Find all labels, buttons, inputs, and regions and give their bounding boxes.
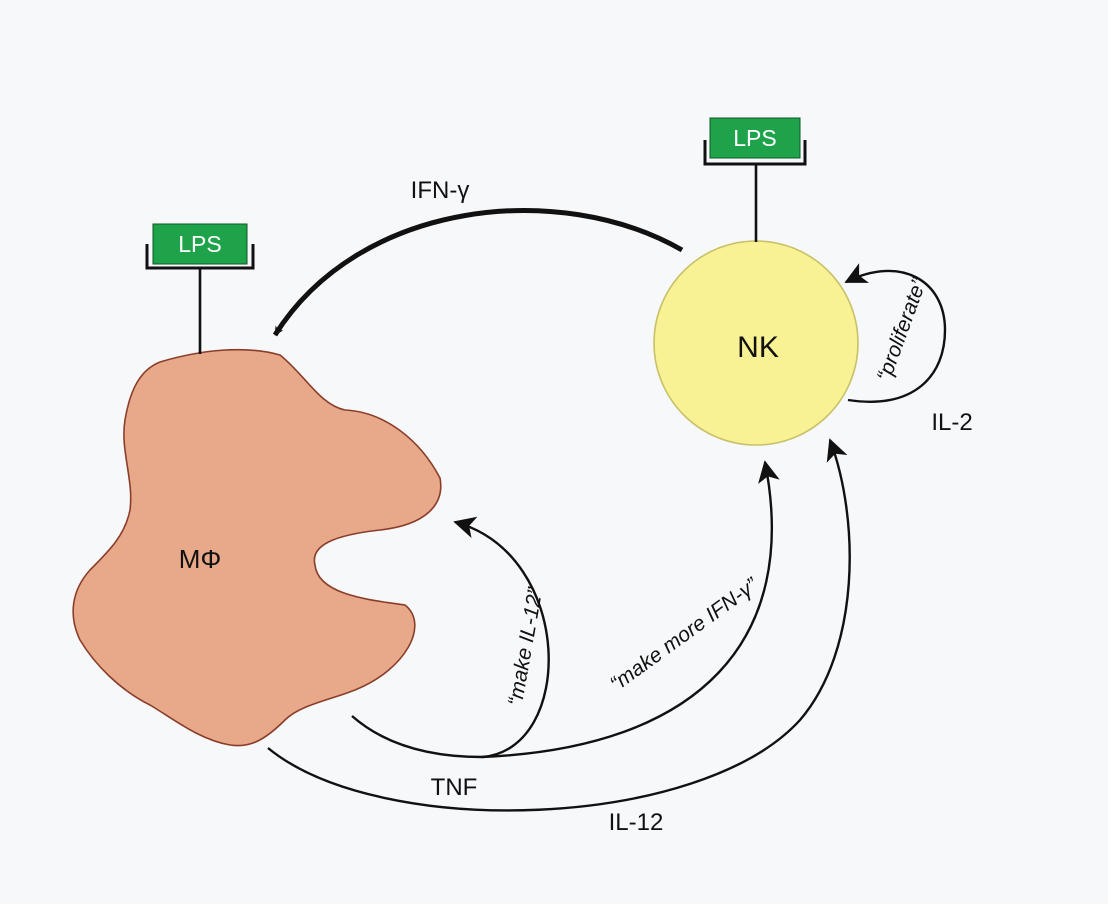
ifn-gamma-arrow [272, 208, 684, 337]
il2-label: IL-2 [931, 409, 972, 436]
il12-label: IL-12 [609, 809, 664, 836]
tnf-label: TNF [431, 774, 478, 801]
macrophage-lps-label: LPS [178, 231, 221, 257]
macrophage-lps-receptor: LPS [145, 223, 255, 354]
make-more-ifn-message: “make more IFN-γ” [606, 573, 763, 696]
make-more-ifn-arrow [481, 460, 780, 759]
macrophage-cell [72, 348, 442, 747]
nk-lps-label: LPS [733, 125, 776, 151]
proliferate-label: “proliferate” [873, 274, 932, 384]
macrophage-label: MΦ [179, 544, 221, 574]
make-il12-message: “make IL-12” [504, 585, 547, 707]
il2-loop-arrow [844, 263, 947, 403]
il12-arrow [267, 438, 851, 812]
nk-lps-receptor: LPS [703, 117, 807, 242]
make-il12-arrow [453, 516, 550, 759]
tnf-base-curve [351, 715, 483, 759]
ifn-gamma-label: IFN-γ [411, 177, 470, 204]
nk-label: NK [737, 331, 779, 364]
